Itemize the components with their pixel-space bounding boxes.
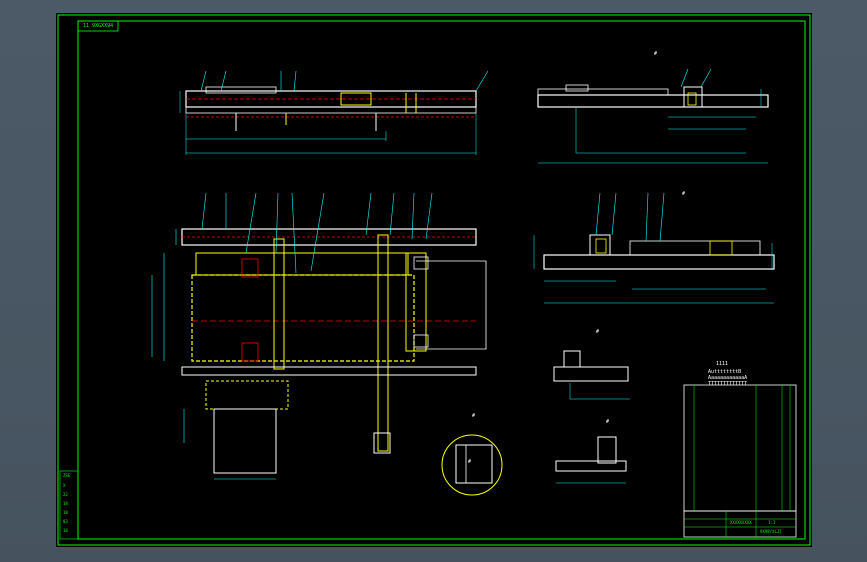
detail-circle	[441, 434, 503, 496]
section-mark-top: #	[654, 51, 658, 57]
strip-cell-3: 22	[63, 492, 68, 497]
front-elevation-view	[179, 70, 489, 155]
title-drawing-number: 9X98/XLJ7	[760, 529, 782, 534]
notes-title: 1111	[716, 361, 729, 367]
drawing-tag: 11 9XGXX94	[83, 23, 114, 29]
tag-box	[77, 20, 119, 32]
plan-view	[151, 192, 487, 480]
detail-mark-b: #	[606, 419, 610, 425]
title-scale: 1:1	[768, 520, 776, 525]
strip-cell-1: ZSE	[63, 473, 71, 478]
title-drawing-name: XXXXXXXXX	[730, 520, 752, 525]
detail-mark-c: #	[472, 413, 476, 419]
strip-cell-5: 18	[63, 510, 68, 515]
side-view	[537, 68, 769, 164]
strip-cell-6: 03	[63, 519, 68, 524]
detail-center-mark: #	[468, 459, 472, 465]
parts-table	[683, 384, 797, 512]
detail-mark-a: #	[596, 329, 600, 335]
detail-view-a	[553, 350, 630, 400]
strip-cell-2: X	[63, 483, 66, 488]
note-line-2: AaaaaaaaaaaaA	[708, 375, 748, 381]
strip-cell-7: 18	[63, 528, 68, 533]
note-line-1: AuttttttttB	[708, 369, 742, 375]
drawing-sheet[interactable]: 11 9XGXX94 # # # # # # 1111 AuttttttttB …	[56, 13, 812, 547]
outer-frame	[57, 14, 811, 546]
strip-cell-4: 18	[63, 501, 68, 506]
inner-frame	[77, 20, 806, 540]
section-mark-right: #	[682, 191, 686, 197]
left-revision-strip	[59, 470, 79, 540]
title-block	[683, 510, 797, 538]
detail-view-b	[555, 436, 627, 484]
note-line-3: TTTTTTTTTTTTT	[708, 381, 748, 387]
section-view	[533, 192, 775, 304]
drawing-canvas[interactable]	[56, 13, 812, 547]
